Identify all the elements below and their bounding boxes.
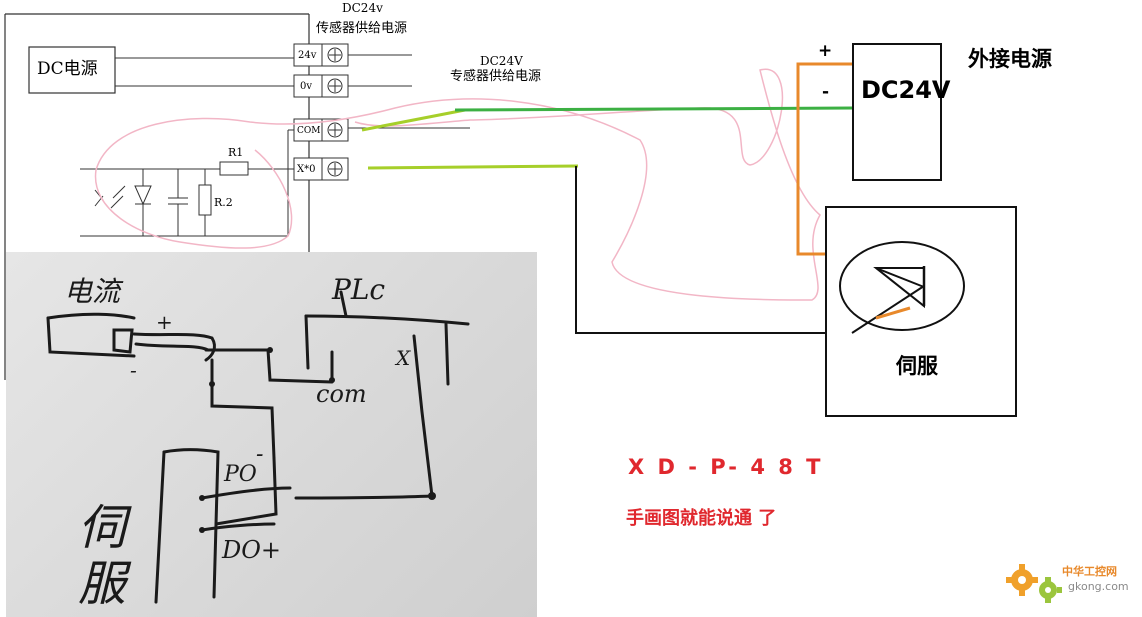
sketch-minus-2: -	[256, 442, 264, 467]
servo-optocoupler	[839, 241, 965, 331]
minus-sign: -	[822, 82, 830, 102]
dc-source-label: DC电源	[37, 59, 98, 79]
plus-sign: +	[818, 41, 833, 61]
sketch-po-label: PO	[224, 462, 257, 487]
terminal-block	[293, 43, 349, 181]
handwritten-note: 手画图就能说通 了	[626, 508, 777, 529]
sketch-sensor-label: 电流	[64, 275, 121, 308]
gear-logo-icon	[1006, 564, 1062, 603]
mid-voltage-label: DC24V	[480, 54, 523, 68]
hand-sketch-photo: 电流 PLc + - com X PO - DO+ 伺 服	[6, 252, 537, 617]
dc24v-box	[852, 43, 942, 181]
wire-x0-lime	[367, 164, 579, 170]
sketch-x-label: X	[396, 346, 411, 370]
sketch-plus: +	[156, 310, 173, 334]
sketch-com-label: com	[316, 380, 367, 408]
resistor-r1-label: R1	[228, 146, 244, 159]
wire-plus-orange	[796, 62, 852, 256]
terminal-com: COM	[297, 126, 321, 136]
wire-x0-black	[575, 166, 852, 334]
terminal-x0: X*0	[297, 164, 316, 175]
wire-com-lime	[361, 108, 466, 132]
dc24v-label: DC24V	[861, 76, 951, 104]
servo-label: 伺服	[896, 354, 938, 378]
sketch-do-label: DO+	[222, 536, 282, 564]
mid-sensor-supply-label: 专感器供给电源	[450, 69, 542, 84]
hand-sketch-lines	[46, 290, 470, 604]
sketch-minus: -	[130, 358, 137, 382]
watermark-en: gkong.com	[1068, 580, 1129, 593]
sketch-plc-label: PLc	[332, 273, 386, 306]
servo-box	[825, 206, 1017, 417]
model-number: X D - P- 4 8 T	[628, 455, 824, 479]
terminal-0v: 0v	[300, 81, 313, 92]
terminal-24v: 24v	[298, 50, 317, 61]
wire-servo-orange	[875, 306, 911, 320]
sketch-servo-label: 伺 服	[78, 500, 127, 612]
resistor-r2-label: R.2	[214, 196, 233, 209]
screw-icons	[327, 47, 343, 177]
external-power-title: 外接电源	[968, 47, 1052, 71]
wire-com-green	[454, 106, 854, 112]
top-voltage-label: DC24v	[342, 1, 383, 15]
top-sensor-supply-label: 传感器供给电源	[316, 21, 408, 36]
watermark-cn: 中华工控网	[1062, 565, 1117, 578]
dc-source-box	[28, 46, 116, 94]
